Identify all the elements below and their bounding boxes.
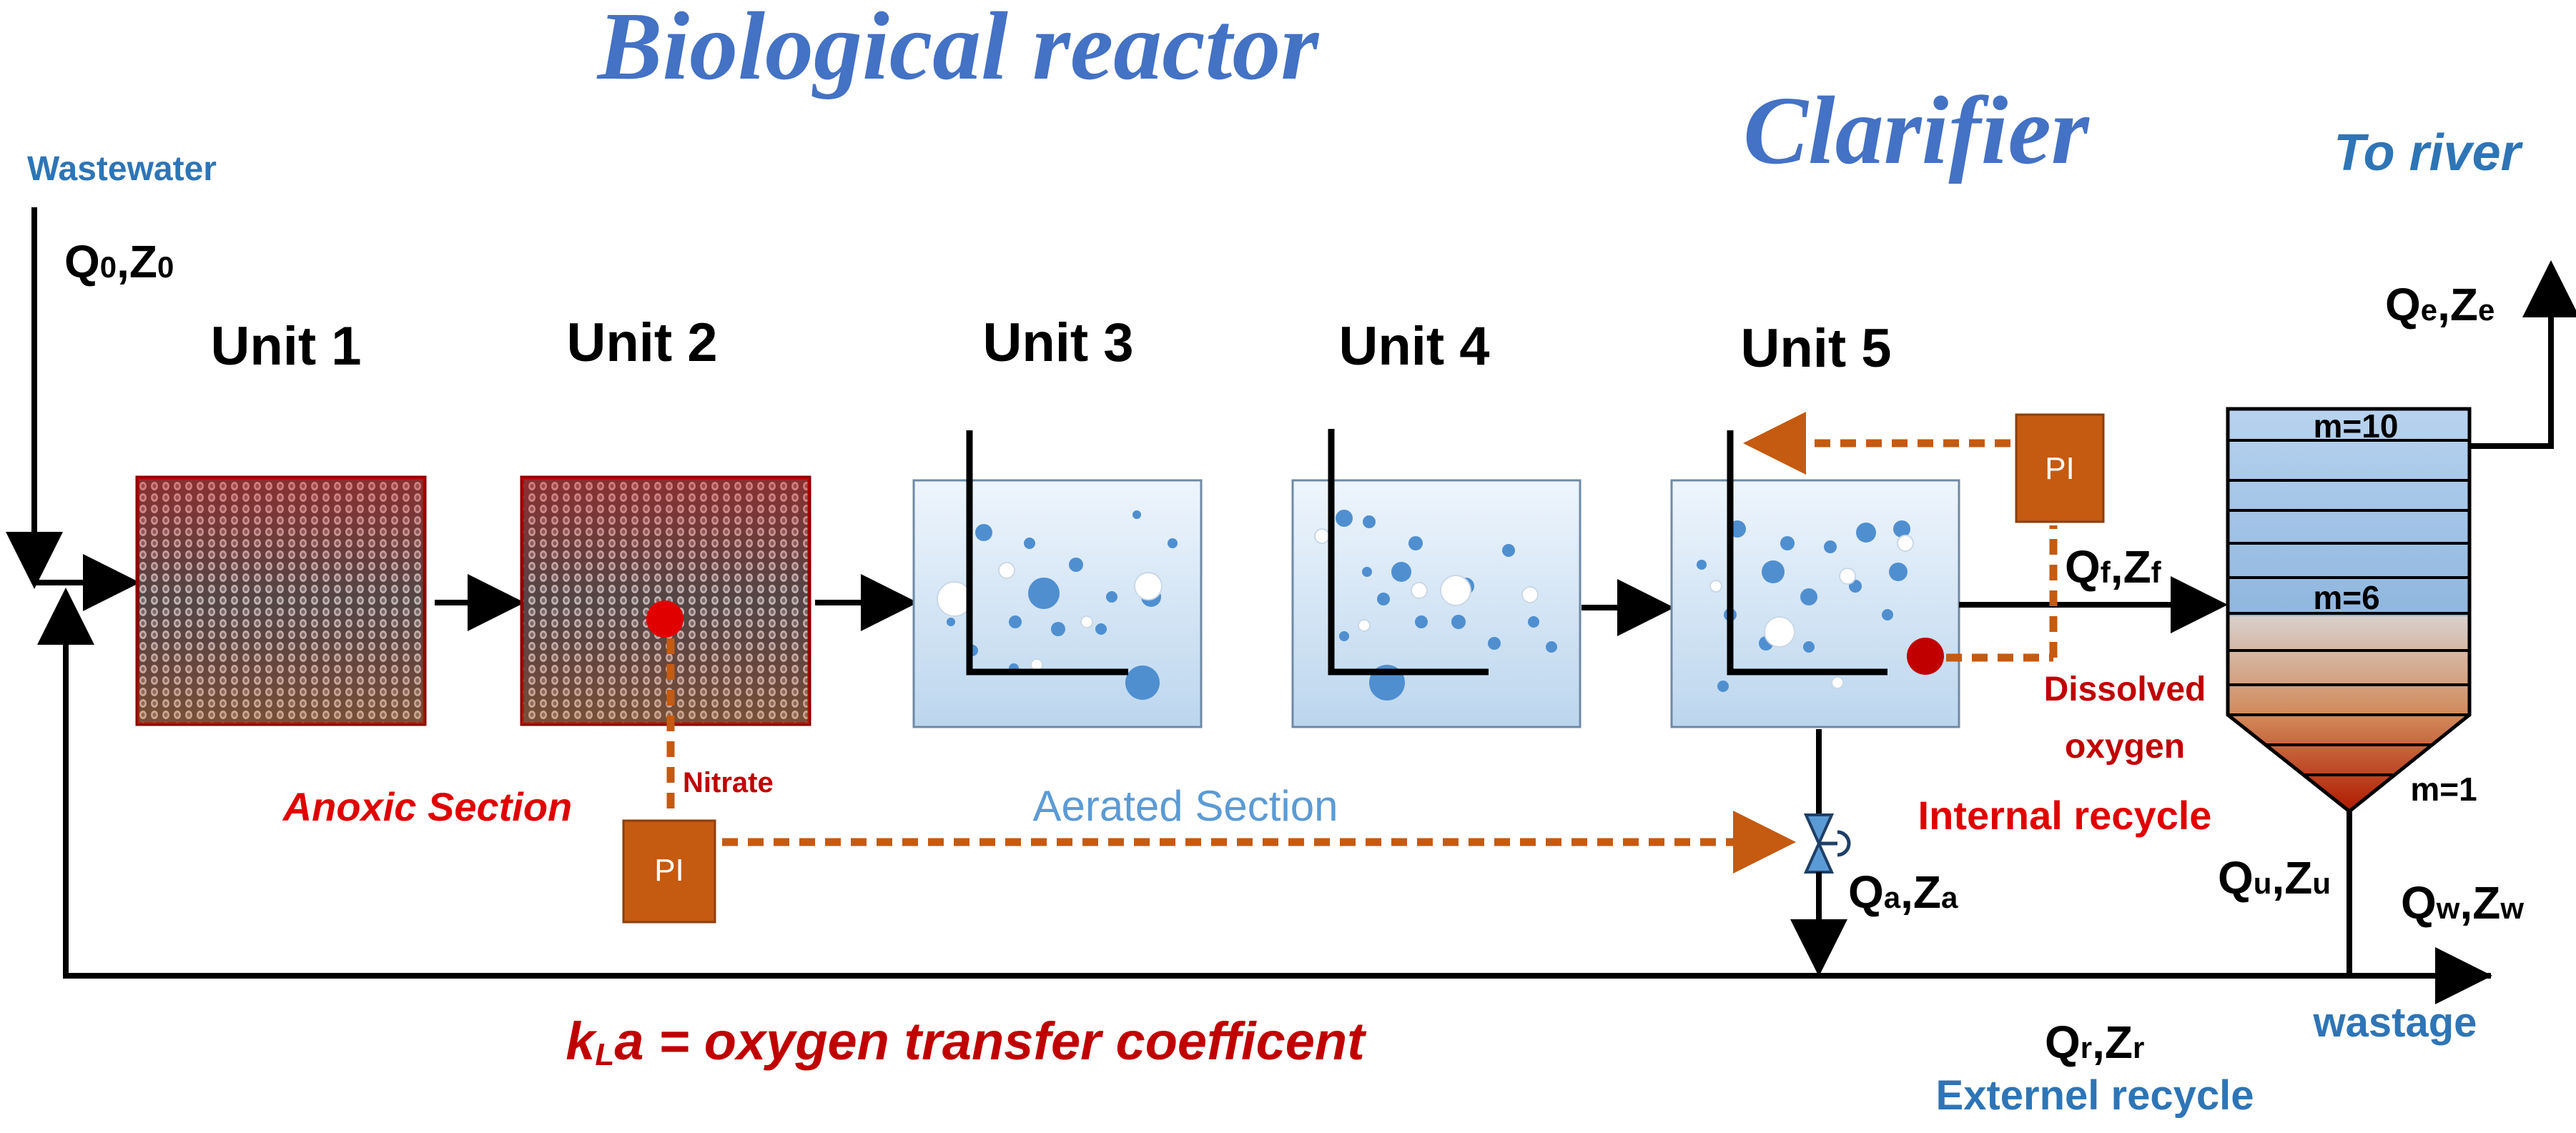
clarifier-layer-feed: m=6 <box>2313 579 2379 616</box>
clarifier-layer-top: m=10 <box>2314 407 2399 445</box>
unit-1-label: Unit 1 <box>210 316 361 377</box>
pi-controller-oxygen: PI <box>2015 413 2105 523</box>
aerated-section-label: Aerated Section <box>1033 782 1338 830</box>
kla-footnote: kLa = oxygen transfer coefficent <box>566 1011 1367 1072</box>
pi-controller-nitrate: PI <box>622 819 716 924</box>
wastage-label: wastage <box>2313 999 2477 1046</box>
nitrate-label: Nitrate <box>683 767 774 798</box>
svg-text:PI: PI <box>654 853 684 888</box>
anoxic-section-label: Anoxic Section <box>282 784 573 829</box>
internal-recycle-label: Internal recycle <box>1918 793 2212 838</box>
qw-zw-label: Qw,Zw <box>2401 877 2524 929</box>
bioreactor-title: Biological reactor <box>596 0 1320 100</box>
q0-z0-label: Q0,Z0 <box>64 236 174 287</box>
qf-zf-label: Qf,Zf <box>2065 541 2162 593</box>
qu-zu-label: Qu,Zu <box>2218 852 2331 904</box>
unit-5-label: Unit 5 <box>1740 318 1891 379</box>
wastewater-label: Wastewater <box>27 150 217 188</box>
unit-1-tank <box>135 475 427 726</box>
unit-3-label: Unit 3 <box>982 312 1133 373</box>
svg-text:PI: PI <box>2045 451 2075 486</box>
clarifier-title: Clarifier <box>1743 77 2090 184</box>
unit-3-tank <box>912 430 1203 728</box>
dissolved-oxygen-line1: Dissolved <box>2044 671 2206 708</box>
unit-4-tank <box>1291 429 1581 728</box>
external-recycle-label: Externel recycle <box>1936 1072 2254 1119</box>
unit-5-tank <box>1670 430 1960 728</box>
clarifier-tank <box>2226 407 2472 814</box>
qr-zr-label: Qr,Zr <box>2045 1016 2144 1068</box>
qe-ze-label: Qe,Ze <box>2385 279 2494 330</box>
unit-2-label: Unit 2 <box>566 312 717 373</box>
qa-za-label: Qa,Za <box>1848 866 1958 918</box>
to-river-label: To river <box>2334 124 2523 182</box>
unit-4-label: Unit 4 <box>1338 316 1489 377</box>
dissolved-oxygen-line2: oxygen <box>2065 728 2185 766</box>
oxygen-sensor-icon <box>1907 638 1944 675</box>
clarifier-layer-bottom: m=1 <box>2410 771 2477 808</box>
nitrate-sensor-icon <box>646 600 684 638</box>
internal-recycle-valve-icon[interactable] <box>1803 813 1851 874</box>
effluent-line <box>2469 260 2576 449</box>
